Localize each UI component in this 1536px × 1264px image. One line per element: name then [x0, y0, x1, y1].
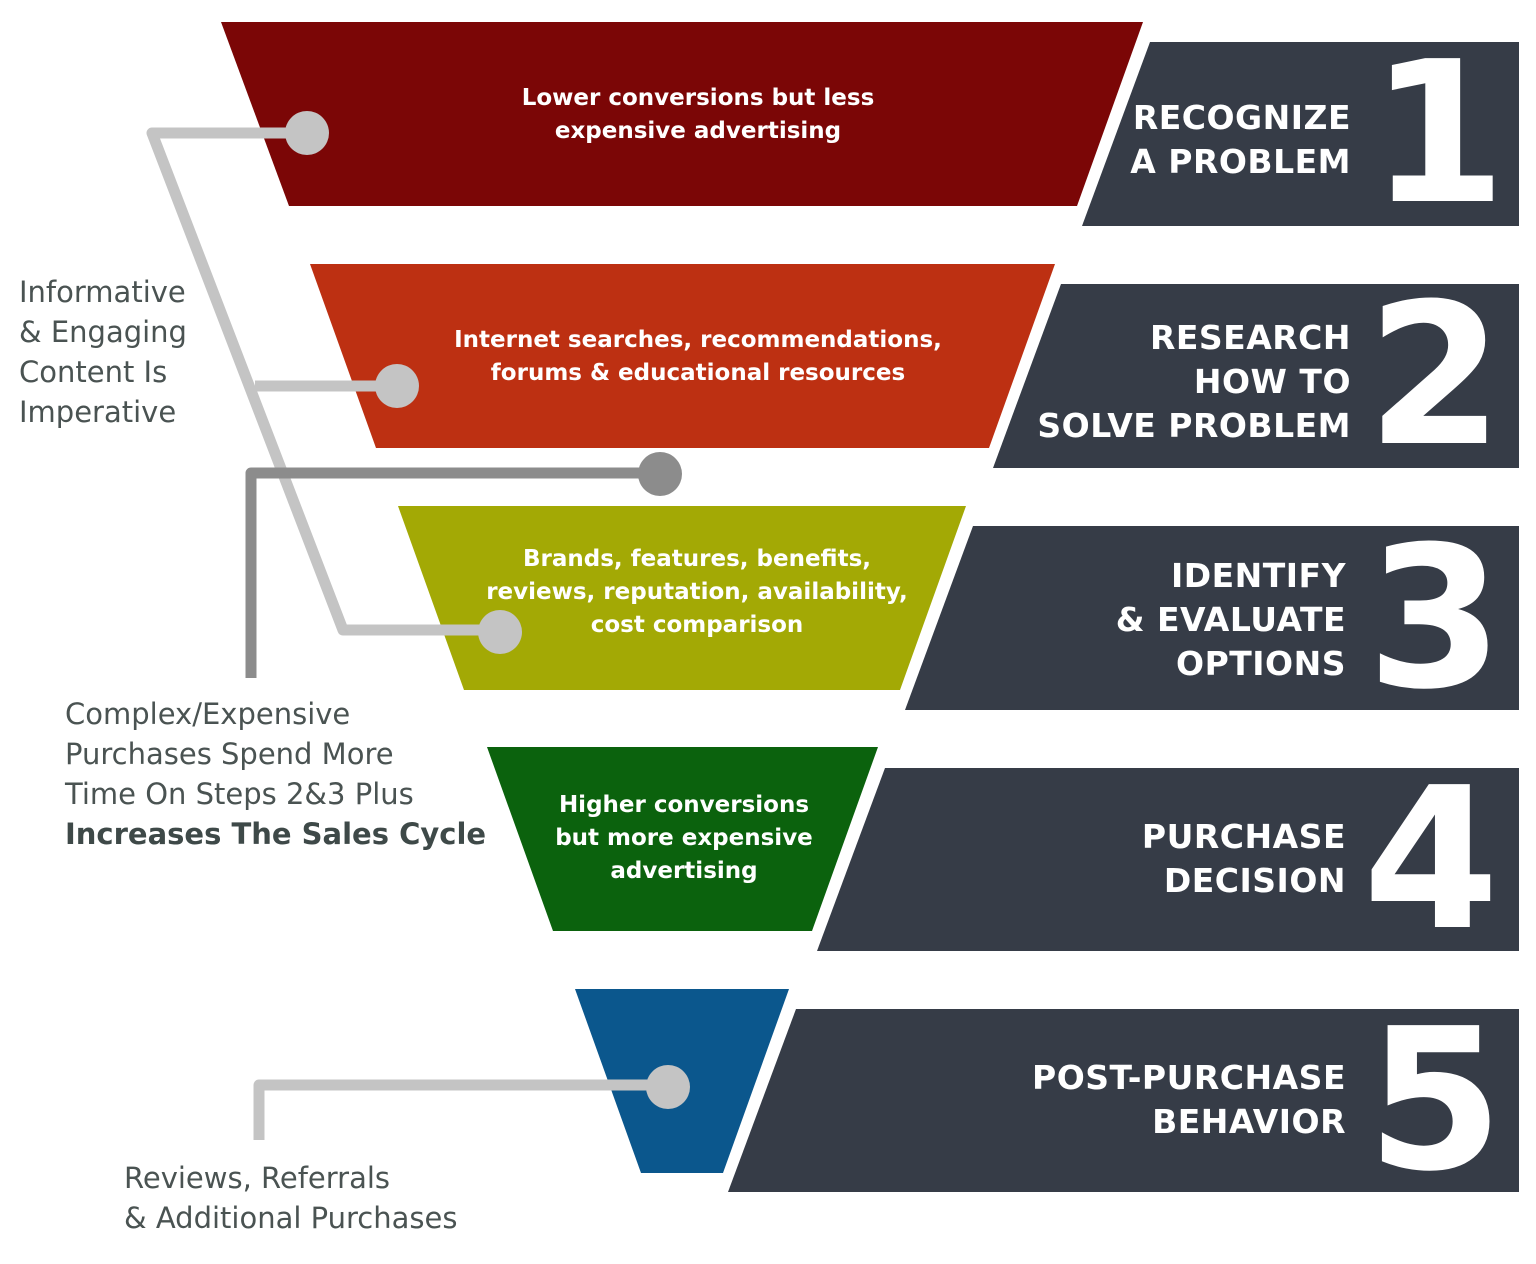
stage-2-funnel: [310, 264, 1055, 448]
stage-3-label-band: [905, 526, 1519, 710]
stage-1-description: Lower conversions but less expensive adv…: [521, 85, 875, 144]
stage-5-title: POST-PURCHASE BEHAVIOR: [1032, 1058, 1346, 1141]
stage-4-title: PURCHASE DECISION: [1141, 817, 1346, 900]
stage-3-title: IDENTIFY & EVALUATE OPTIONS: [1115, 556, 1346, 683]
stage-2-title: RESEARCH HOW TO SOLVE PROBLEM: [1037, 318, 1351, 445]
stage-1-connector-dot: [285, 111, 329, 155]
stage-4-funnel: [487, 747, 878, 931]
complex-purchases-note: Complex/Expensive Purchases Spend More T…: [65, 697, 487, 851]
stage-1-funnel: [221, 22, 1143, 206]
stage-3-funnel: [398, 506, 966, 690]
complex-connector-dot: [638, 452, 682, 496]
stage-2-connector-dot: [375, 364, 419, 408]
stage-1-title: RECOGNIZE A PROBLEM: [1130, 98, 1351, 181]
stage-3-description: Brands, features, benefits, reviews, rep…: [486, 546, 908, 638]
stage-2-description: Internet searches, recommendations, foru…: [454, 327, 942, 386]
stage-2-number: 2: [1366, 262, 1504, 490]
reviews-note: Reviews, Referrals & Additional Purchase…: [124, 1161, 458, 1235]
stage-1-label-band: [1082, 42, 1519, 226]
stage-2-label-band: [993, 284, 1519, 468]
stage-3-connector-dot: [478, 610, 522, 654]
stage-4-description: Higher conversions but more expensive ad…: [555, 792, 813, 884]
stage-3-number: 3: [1366, 505, 1504, 733]
stage-5-connector-dot: [646, 1065, 690, 1109]
stage-5-number: 5: [1366, 987, 1504, 1215]
reviews-connector-line: [253, 1079, 668, 1140]
stage-1-number: 1: [1369, 20, 1507, 248]
stage-5-label-band: [728, 1009, 1519, 1192]
content-note: Informative & Engaging Content Is Impera…: [19, 275, 187, 429]
complex-connector-line: [245, 467, 660, 678]
stage-4-number: 4: [1362, 746, 1500, 974]
content-connector-line: [146, 127, 500, 636]
stage-4-label-band: [817, 768, 1519, 951]
